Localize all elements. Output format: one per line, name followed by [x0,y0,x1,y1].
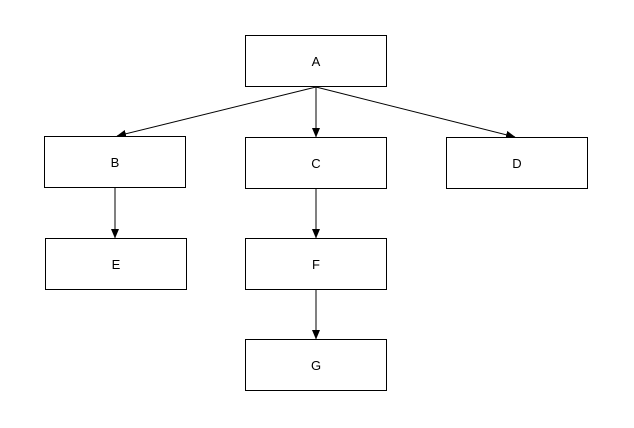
node-e: E [45,238,187,290]
node-f-label: F [312,256,320,272]
node-d: D [446,137,588,189]
node-e-label: E [111,256,121,272]
node-f: F [245,238,387,290]
node-b: B [44,136,186,188]
node-a: A [245,35,387,87]
node-a-label: A [311,53,321,69]
node-g: G [245,339,387,391]
edge-A-D [315,86,516,139]
edge-A-B [116,86,317,138]
node-c: C [245,137,387,189]
node-c-label: C [311,155,321,171]
node-b-label: B [110,154,120,170]
node-g-label: G [310,357,322,373]
node-d-label: D [512,155,522,171]
